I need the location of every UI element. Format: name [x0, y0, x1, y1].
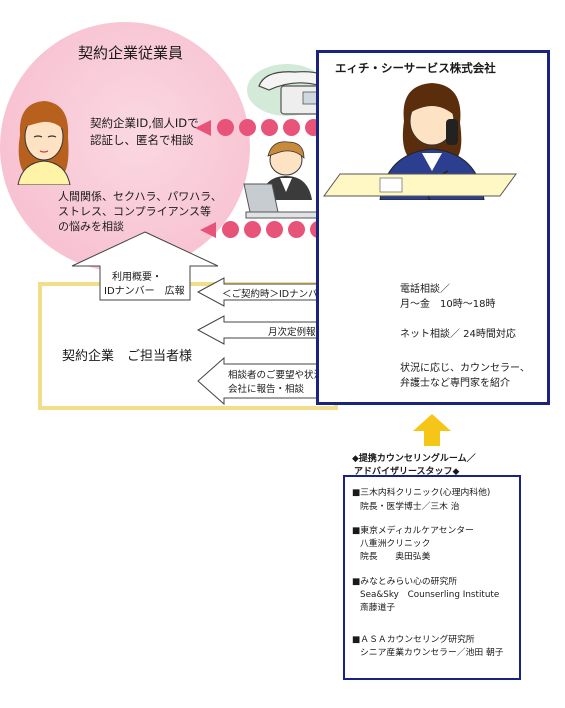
partners-heading-line2: アドバイザリースタッフ◆	[354, 467, 460, 477]
partner-1-name: ■三木内科クリニック(心理内科他)	[352, 488, 491, 498]
employee-title: 契約企業従業員	[78, 44, 184, 62]
situation-report-line1: 相談者のご要望や状況に応じ、	[228, 370, 362, 381]
employee-issues-line2: ストレス、コンプライアンス等	[58, 205, 212, 218]
employee-auth-line2: 認証し、匿名で相談	[90, 133, 194, 147]
partner-4-person: シニア産業カウンセラー／池田 朝子	[360, 648, 504, 658]
partners-heading-line1: ◆提携カウンセリングルーム／	[352, 454, 476, 464]
partner-3-person: 斎藤道子	[360, 603, 396, 613]
partner-3-sub: Sea&Sky Counserling Institute	[360, 590, 500, 600]
man-laptop-icon	[243, 141, 321, 219]
partner-2-sub: 八重洲クリニック	[360, 539, 431, 549]
up-arrow-line2: IDナンバー 広報	[104, 286, 185, 297]
employee-auth-line1: 契約企業ID,個人IDで	[90, 116, 199, 130]
monthly-report-text: 月次定例報告	[268, 327, 326, 338]
partner-1-person: 院長・医学博士／三木 治	[360, 502, 460, 512]
partner-list-box	[343, 475, 521, 680]
expert-line1: 状況に応じ、カウンセラー、	[400, 363, 530, 374]
employee-issues-line1: 人間関係、セクハラ、パワハラ、	[58, 190, 222, 203]
partner-2-name: ■東京メディカルケアセンター	[352, 526, 474, 536]
desk-icon	[323, 173, 517, 197]
partner-3-name: ■みなとみらい心の研究所	[352, 577, 458, 587]
partner-4-name: ■ＡＳＡカウンセリング研究所	[352, 635, 475, 645]
client-label: 契約企業 ご担当者様	[62, 349, 193, 364]
expert-line2: 弁護士など専門家を紹介	[400, 378, 510, 389]
up-arrow-shape	[71, 231, 219, 301]
partner-2-person: 院長 奥田弘美	[360, 552, 431, 562]
company-name: エィチ・シーサービス株式会社	[335, 61, 496, 75]
employee-issues-line3: の悩みを相談	[58, 220, 124, 233]
id-number-text: ＜ご契約時＞IDナンバー 付与	[222, 289, 356, 300]
support-up-arrow	[413, 414, 451, 446]
situation-report-line2: 会社に報告・相談	[228, 384, 305, 395]
phone-hours-line2: 月～金 10時～18時	[400, 299, 496, 310]
net-hours: ネット相談／ 24時間対応	[400, 329, 516, 340]
up-arrow-line1: 利用概要・	[112, 272, 162, 283]
phone-hours-line1: 電話相談／	[400, 284, 450, 295]
woman-avatar-icon	[17, 101, 71, 185]
